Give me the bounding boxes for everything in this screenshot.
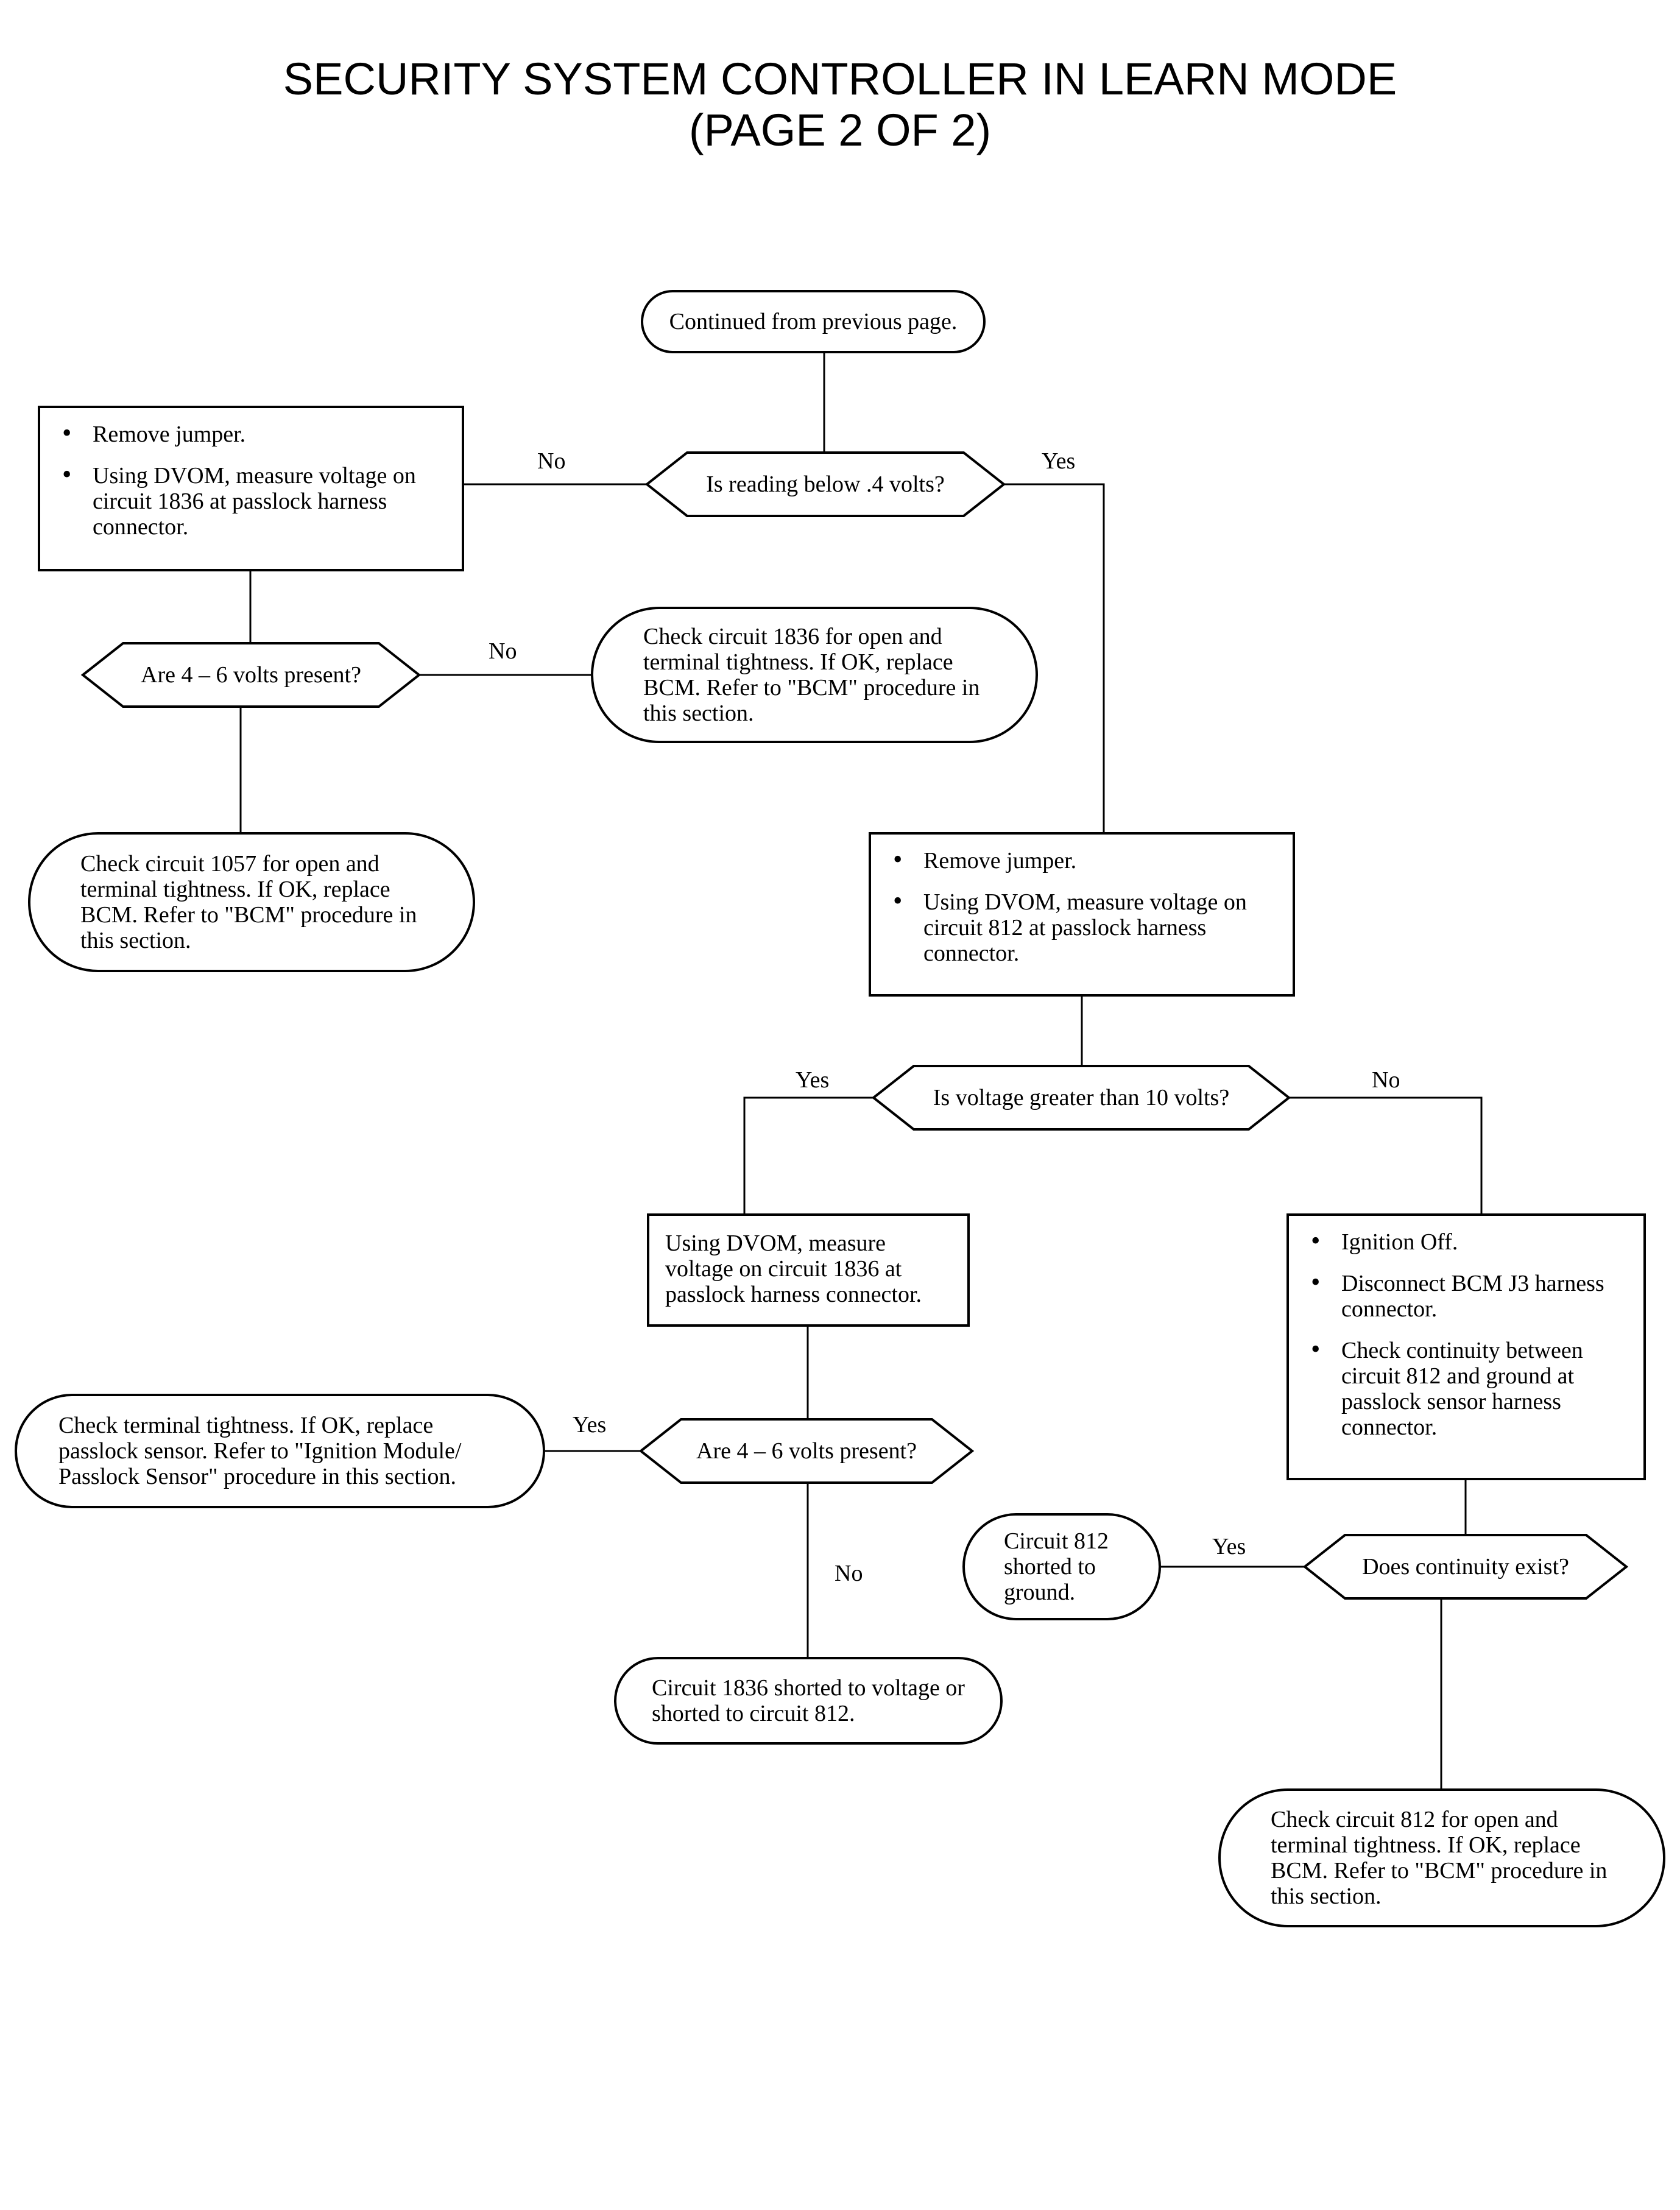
action-box-right-step-2: Using DVOM, measure voltage on circuit 8… — [886, 888, 1278, 966]
page-subtitle: (PAGE 2 OF 2) — [688, 105, 992, 155]
action-box-ignition-step-3: Check continuity between circuit 812 and… — [1304, 1336, 1629, 1440]
decision-4-6-left-text: Are 4 – 6 volts present? — [141, 662, 361, 688]
start-text: Continued from previous page. — [669, 309, 958, 334]
line-10v-yes — [743, 1096, 874, 1213]
action-box-ignition-step-2: Disconnect BCM J3 harness connector. — [1304, 1269, 1629, 1322]
end-check-1057-open-text: Check circuit 1057 for open and terminal… — [80, 851, 417, 953]
decision-continuity-text: Does continuity exist? — [1362, 1554, 1569, 1580]
label-10v-no: No — [1372, 1067, 1400, 1093]
end-replace-passlock-sensor-text: Check terminal tightness. If OK, replace… — [58, 1413, 462, 1489]
action-box-left: Remove jumper. Using DVOM, measure volta… — [38, 406, 464, 571]
decision-10v-text: Is voltage greater than 10 volts? — [933, 1085, 1230, 1110]
decision-10v: Is voltage greater than 10 volts? — [914, 1066, 1249, 1129]
end-check-1836-open-text: Check circuit 1836 for open and terminal… — [643, 624, 980, 726]
decision-shape-continuity — [1302, 1534, 1629, 1600]
decision-4-6-mid: Are 4 – 6 volts present? — [681, 1419, 932, 1483]
end-812-shorted-ground-text: Circuit 812 shorted to ground. — [1004, 1528, 1109, 1605]
action-box-left-step-2: Using DVOM, measure voltage on circuit 1… — [55, 462, 447, 540]
decision-reading: Is reading below .4 volts? — [687, 453, 964, 516]
page-title: SECURITY SYSTEM CONTROLLER IN LEARN MODE — [283, 54, 1397, 104]
decision-4-6-mid-text: Are 4 – 6 volts present? — [696, 1438, 917, 1464]
end-check-1836-open: Check circuit 1836 for open and terminal… — [591, 607, 1038, 743]
end-1836-shorted-voltage-text: Circuit 1836 shorted to voltage or short… — [652, 1675, 965, 1726]
decision-continuity: Does continuity exist? — [1345, 1535, 1586, 1598]
line-10v-no — [1289, 1096, 1483, 1213]
label-reading-no: No — [537, 448, 566, 474]
label-continuity-yes: Yes — [1212, 1534, 1246, 1559]
label-left46-no: No — [489, 638, 517, 664]
action-box-ignition: Ignition Off. Disconnect BCM J3 harness … — [1286, 1213, 1646, 1480]
end-1836-shorted-voltage: Circuit 1836 shorted to voltage or short… — [614, 1657, 1003, 1745]
decision-shape-4-6-mid — [638, 1418, 975, 1484]
action-box-right: Remove jumper. Using DVOM, measure volta… — [869, 832, 1295, 997]
decision-reading-text: Is reading below .4 volts? — [706, 471, 945, 497]
label-10v-yes: Yes — [796, 1067, 830, 1093]
end-check-812-open-text: Check circuit 812 for open and terminal … — [1271, 1807, 1608, 1909]
action-box-measure-1836: Using DVOM, measure voltage on circuit 1… — [647, 1213, 970, 1327]
action-box-left-step-1: Remove jumper. — [55, 420, 447, 447]
label-mid46-no: No — [835, 1561, 863, 1586]
start-terminal: Continued from previous page. — [641, 290, 986, 353]
end-check-812-open: Check circuit 812 for open and terminal … — [1218, 1788, 1665, 1927]
end-812-shorted-ground: Circuit 812 shorted to ground. — [962, 1513, 1161, 1620]
end-replace-passlock-sensor: Check terminal tightness. If OK, replace… — [15, 1394, 545, 1508]
label-mid46-yes: Yes — [573, 1412, 607, 1438]
action-box-measure-1836-text: Using DVOM, measure voltage on circuit 1… — [665, 1230, 922, 1307]
decision-4-6-left: Are 4 – 6 volts present? — [123, 643, 379, 707]
action-box-right-step-1: Remove jumper. — [886, 847, 1278, 874]
line-reading-yes — [1004, 483, 1105, 832]
label-reading-yes: Yes — [1042, 448, 1076, 474]
end-check-1057-open: Check circuit 1057 for open and terminal… — [28, 832, 475, 972]
action-box-ignition-step-1: Ignition Off. — [1304, 1228, 1629, 1255]
